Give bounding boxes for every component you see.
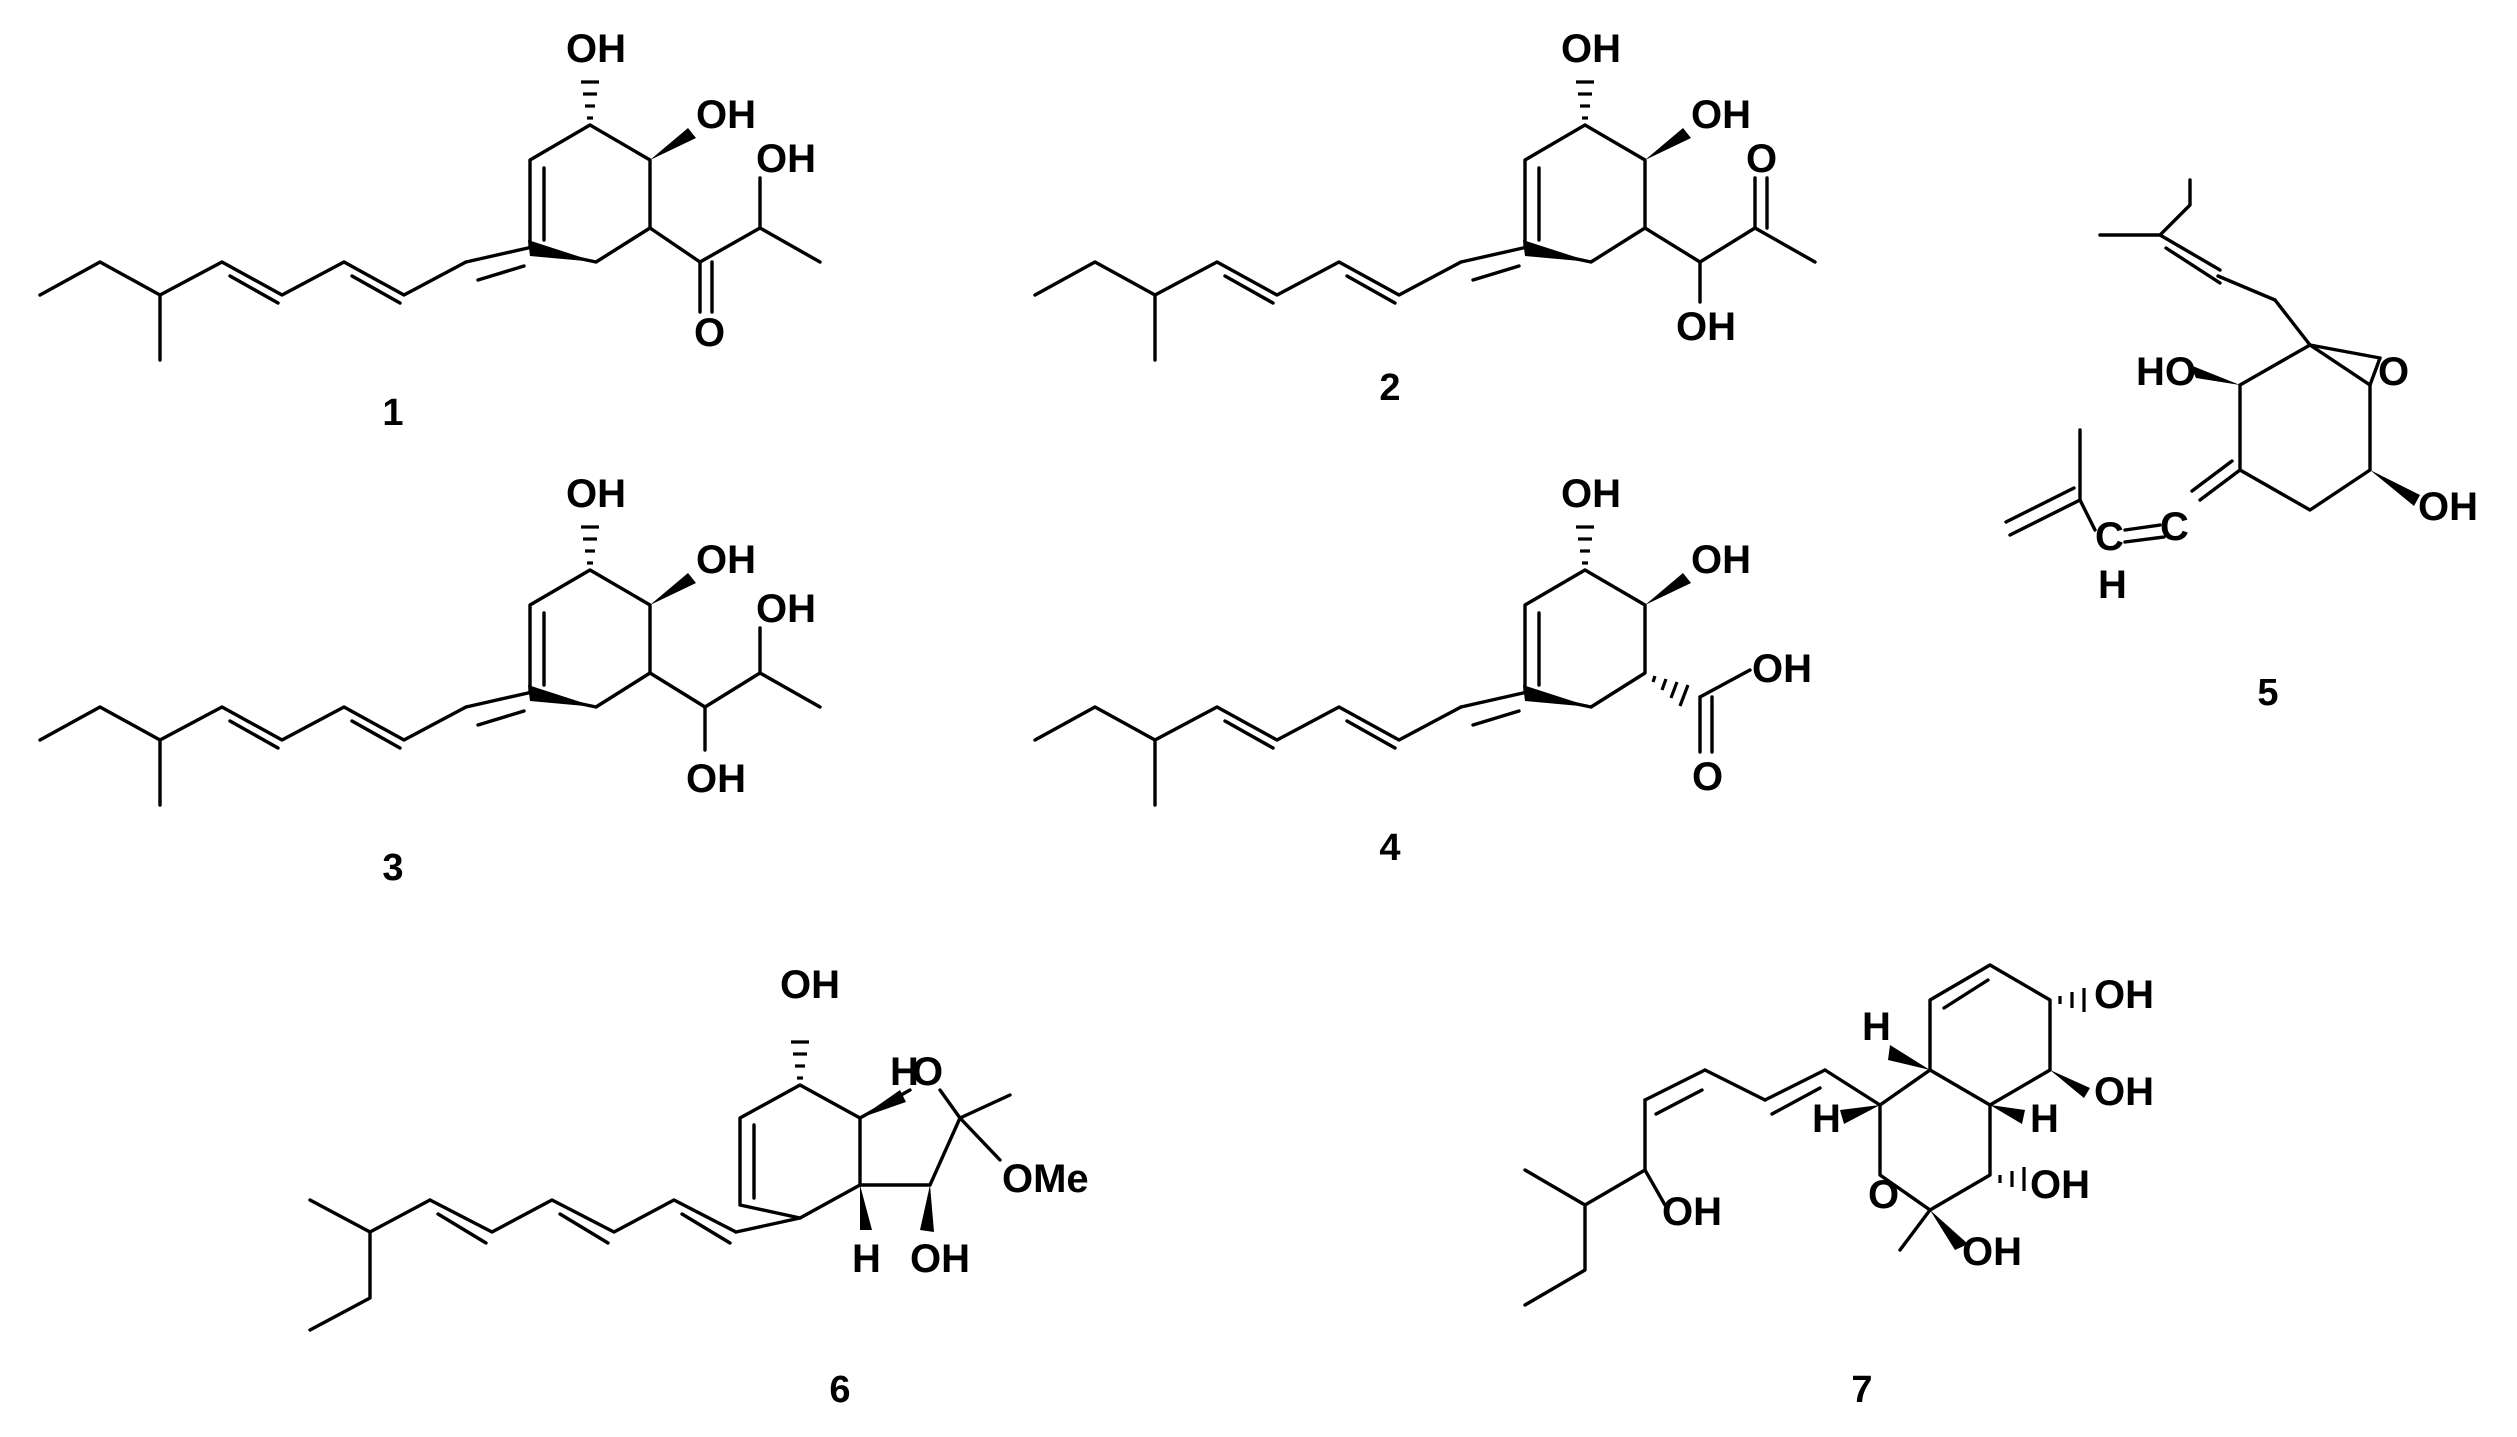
compound-4-structure: OH OH OH O 4 xyxy=(1033,472,1812,869)
compound-4-acid-o: O xyxy=(1692,755,1723,799)
compound-5-allene-c1: C xyxy=(2160,505,2189,549)
compound-7-hash-bond-lower xyxy=(1998,1167,2026,1191)
compound-7-oh-chain: OH xyxy=(1662,1190,1722,1234)
compound-3-wedge-bond xyxy=(650,573,696,605)
compound-3-structure: OH OH OH OH 3 xyxy=(38,472,822,889)
compound-6-h-lower: H xyxy=(852,1237,881,1281)
compound-7-h-right: H xyxy=(2030,1097,2059,1141)
compound-3-oh-side-lower: OH xyxy=(686,757,746,801)
compound-7-oh-ring-right: OH xyxy=(2030,1163,2090,1207)
compound-6-h-upper: H xyxy=(890,1050,919,1094)
compound-4-hash-bond-acid xyxy=(1651,675,1690,707)
compound-1-carbonyl-o: O xyxy=(694,311,725,355)
compound-3-oh-ring: OH xyxy=(696,538,756,582)
compound-3-hash-bond xyxy=(581,525,599,565)
compound-7-h-left-lower: H xyxy=(1812,1097,1841,1141)
compound-5-ho-left: HO xyxy=(2136,350,2196,394)
compound-1-bonds xyxy=(38,80,822,362)
compound-4-wedge-bond xyxy=(1645,573,1691,605)
compound-2-bonds xyxy=(1033,80,1817,362)
compound-4-acid-oh: OH xyxy=(1752,647,1812,691)
compound-1-oh-top: OH xyxy=(566,27,626,71)
compound-2-oh-top: OH xyxy=(1561,27,1621,71)
compound-3-oh-top: OH xyxy=(566,472,626,516)
compound-6-structure: OH H O OMe H OH 6 xyxy=(308,963,1089,1411)
compound-2-carbonyl-o: O xyxy=(1746,137,1777,181)
compound-6-bonds xyxy=(308,1040,1012,1332)
compound-7-bonds xyxy=(1523,963,2090,1307)
compound-2-hash-bond xyxy=(1576,80,1594,120)
compound-7-structure: OH H OH H H O OH OH OH 7 xyxy=(1523,963,2154,1411)
compound-2-oh-side: OH xyxy=(1676,305,1736,349)
compound-4-id: 4 xyxy=(1379,827,1400,869)
compound-2-id: 2 xyxy=(1379,367,1400,409)
compound-3-bonds xyxy=(38,525,822,807)
compound-1-oh-ring: OH xyxy=(696,93,756,137)
compound-4-hash-bond-top xyxy=(1576,525,1594,565)
compound-1-structure: OH OH OH O 1 xyxy=(38,27,822,434)
compound-5-allene-c2: C xyxy=(2095,515,2124,559)
compound-4-oh-top: OH xyxy=(1561,472,1621,516)
compound-1-id: 1 xyxy=(382,392,403,434)
compound-2-oh-ring: OH xyxy=(1691,93,1751,137)
compound-7-oh-hemiketal: OH xyxy=(1962,1230,2022,1274)
compound-6-oh-bottom: OH xyxy=(910,1237,970,1281)
compound-2-structure: OH OH O OH 2 xyxy=(1033,27,1817,409)
compound-6-id: 6 xyxy=(829,1369,850,1411)
compound-5-id: 5 xyxy=(2257,672,2278,714)
compound-4-bonds xyxy=(1033,525,1752,807)
compound-6-oh-top: OH xyxy=(780,963,840,1007)
compound-1-wedge-bond xyxy=(650,128,696,160)
compound-7-ring-o: O xyxy=(1868,1173,1899,1217)
compound-7-oh-right: OH xyxy=(2094,1070,2154,1114)
compound-3-id: 3 xyxy=(382,847,403,889)
compound-5-structure: HO O OH C C H 5 xyxy=(2004,178,2478,714)
compound-7-h-left-upper: H xyxy=(1862,1005,1891,1049)
compound-6-ome: OMe xyxy=(1002,1157,1089,1201)
compound-5-oh-right: OH xyxy=(2418,485,2478,529)
compound-5-allene-h: H xyxy=(2098,563,2127,607)
compound-5-bonds xyxy=(2004,178,2420,544)
compound-6-ring-o: O xyxy=(912,1050,943,1094)
compound-7-id: 7 xyxy=(1851,1369,1872,1411)
compound-5-epoxide-o: O xyxy=(2378,350,2409,394)
compound-1-oh-side: OH xyxy=(756,137,816,181)
compound-7-hash-bond-top xyxy=(2058,988,2086,1012)
compound-1-hash-bond xyxy=(581,80,599,120)
compound-3-oh-side-upper: OH xyxy=(756,587,816,631)
compound-2-wedge-bond xyxy=(1645,128,1691,160)
compound-4-oh-ring: OH xyxy=(1691,538,1751,582)
compound-6-hash-bond xyxy=(791,1040,809,1080)
compound-7-oh-top-right: OH xyxy=(2094,973,2154,1017)
